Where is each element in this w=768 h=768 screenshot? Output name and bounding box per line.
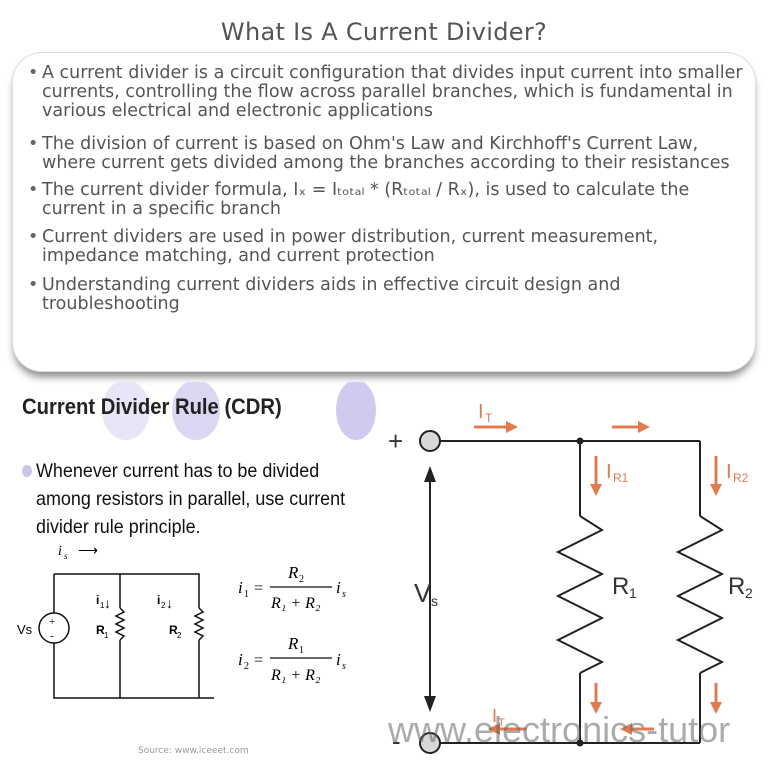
- vs-sub: s: [431, 593, 438, 609]
- small-circuit-diagram: + - Vs i s ⟶ i 1 ↓ R 1 i 2 ↓ R 2: [17, 544, 214, 699]
- page-title: What Is A Current Divider?: [220, 18, 548, 46]
- small-is-label: i: [58, 544, 62, 559]
- watermark-text: www.electronics-tutor: [387, 709, 730, 750]
- bullet-item: The current divider formula, Iₓ = Iₜₒₜₐₗ…: [28, 181, 748, 219]
- small-vs-label: Vs: [17, 622, 33, 637]
- positive-terminal: [419, 430, 441, 452]
- small-source-plus: +: [49, 616, 55, 628]
- formula2-numerator: R: [287, 634, 299, 653]
- formula-block: i 1 = R 2 R₁ + R₂ i s i 2 = R 1 R₁ + R₂ …: [238, 563, 346, 684]
- small-i1-sub: 1: [100, 601, 105, 610]
- r1-sub: 1: [629, 585, 637, 601]
- current-arrows: [474, 421, 722, 735]
- junction-node: [576, 739, 584, 747]
- ir1-sub: R1: [613, 471, 629, 485]
- large-circuit-diagram: + - I T I R1 I R2 V s R 1 R 2 I T www.el…: [387, 401, 753, 756]
- formula2-numerator-sub: 1: [299, 645, 304, 656]
- source-credit: Source: www.iceeet.com: [138, 746, 249, 756]
- small-r2-sub: 2: [177, 631, 182, 640]
- it-sub-bottom: T: [498, 717, 505, 729]
- negative-terminal: [419, 732, 441, 754]
- bullet-item: Understanding current dividers aids in e…: [28, 276, 748, 314]
- small-source-minus: -: [50, 630, 54, 642]
- small-i1-arrow: ↓: [104, 597, 111, 612]
- plus-sign: +: [388, 426, 403, 456]
- small-is-sub: s: [64, 551, 68, 561]
- formula1-numerator-sub: 2: [299, 574, 304, 585]
- small-r2-label: R: [169, 623, 178, 637]
- ir2-label: I: [726, 461, 732, 483]
- ir1-label: I: [606, 461, 612, 483]
- formula1-numerator: R: [287, 563, 299, 582]
- formula1-equals: =: [254, 580, 263, 597]
- formula2-rhs: i: [336, 650, 341, 669]
- formula2-lhs: i: [238, 650, 243, 669]
- formula2-rhs-sub: s: [342, 661, 346, 672]
- small-i2-sub: 2: [161, 601, 166, 610]
- formula2-denominator: R₁ + R₂: [270, 667, 321, 684]
- r2-label: R: [728, 573, 745, 600]
- small-i2-arrow: ↓: [166, 597, 173, 612]
- small-i2-label: i: [157, 593, 160, 607]
- slide-text: Whenever current has to be divided among…: [36, 460, 346, 538]
- small-r1-label: R: [96, 623, 105, 637]
- formula1-rhs-sub: s: [342, 589, 346, 600]
- formula2-lhs-sub: 2: [244, 661, 249, 672]
- bullet-item: Current dividers are used in power distr…: [28, 228, 748, 266]
- bullet-list: A current divider is a circuit configura…: [28, 64, 748, 314]
- r2-sub: 2: [745, 585, 753, 601]
- junction-node: [576, 437, 584, 445]
- formula1-lhs-sub: 1: [244, 589, 249, 600]
- decorative-circles: [102, 382, 376, 440]
- voltage-arrow-down: [424, 696, 436, 712]
- formula1-rhs: i: [336, 578, 341, 597]
- voltage-arrow-up: [424, 466, 436, 482]
- it-label-bottom: I: [492, 706, 497, 726]
- minus-sign: -: [392, 726, 401, 756]
- it-label-top: I: [478, 401, 484, 423]
- vs-label: V: [414, 578, 432, 608]
- small-i1-label: i: [96, 593, 99, 607]
- formula1-lhs: i: [238, 578, 243, 597]
- slide-title: Current Divider Rule (CDR): [22, 394, 282, 419]
- slide-bullet-icon: [22, 465, 32, 477]
- small-r1-sub: 1: [104, 631, 109, 640]
- formula2-equals: =: [254, 652, 263, 669]
- bullet-item: The division of current is based on Ohm'…: [28, 135, 748, 173]
- small-is-arrow: ⟶: [78, 544, 98, 559]
- bullet-item: A current divider is a circuit configura…: [28, 64, 748, 121]
- formula1-denominator: R₁ + R₂: [270, 595, 321, 612]
- ir2-sub: R2: [733, 471, 749, 485]
- r1-label: R: [612, 573, 629, 600]
- it-sub-top: T: [485, 411, 493, 425]
